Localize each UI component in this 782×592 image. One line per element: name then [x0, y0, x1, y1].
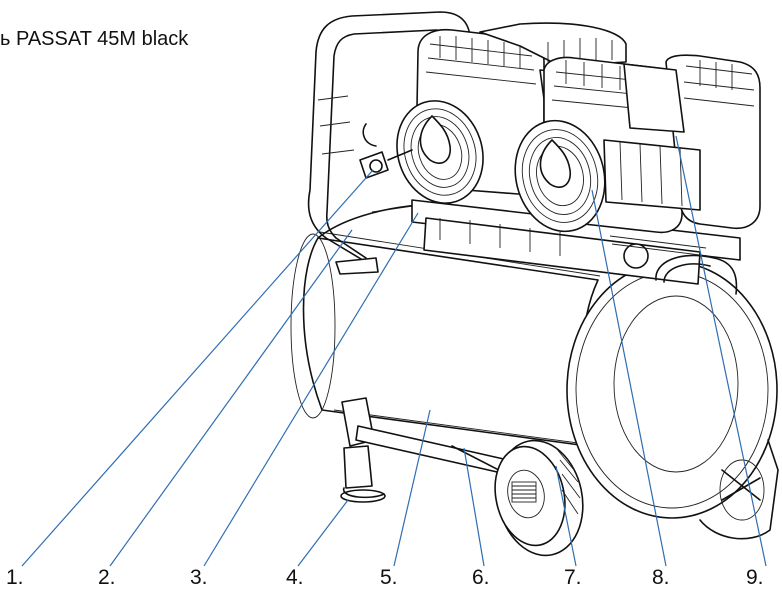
callout-1: 1. — [6, 566, 24, 589]
leader-line-3 — [203, 212, 419, 567]
leader-line-7 — [555, 465, 577, 567]
right-motor-head — [514, 54, 761, 234]
diagram-title: ь PASSAT 45M black — [0, 28, 189, 50]
callout-3: 3. — [190, 566, 208, 589]
leader-line-8 — [591, 189, 667, 567]
callout-2: 2. — [98, 566, 116, 589]
callout-4: 4. — [286, 566, 304, 589]
front-wheel — [494, 439, 584, 557]
frame-and-foot — [340, 397, 531, 503]
rear-wheel — [699, 439, 779, 540]
callout-8: 8. — [652, 566, 670, 589]
carry-handle — [307, 11, 471, 275]
callout-6: 6. — [472, 566, 490, 589]
callout-9: 9. — [746, 566, 764, 589]
leader-line-6 — [463, 447, 485, 567]
leader-line-1 — [21, 169, 374, 567]
leader-line-4 — [297, 499, 349, 567]
outlet-pipe — [655, 254, 738, 295]
air-fitting — [359, 123, 413, 179]
leader-lines — [21, 135, 767, 567]
callout-7: 7. — [564, 566, 582, 589]
tank-end-cap — [566, 261, 778, 519]
leader-line-2 — [109, 229, 353, 567]
leader-line-5 — [393, 409, 431, 567]
callout-5: 5. — [380, 566, 398, 589]
leader-line-9 — [675, 135, 767, 567]
